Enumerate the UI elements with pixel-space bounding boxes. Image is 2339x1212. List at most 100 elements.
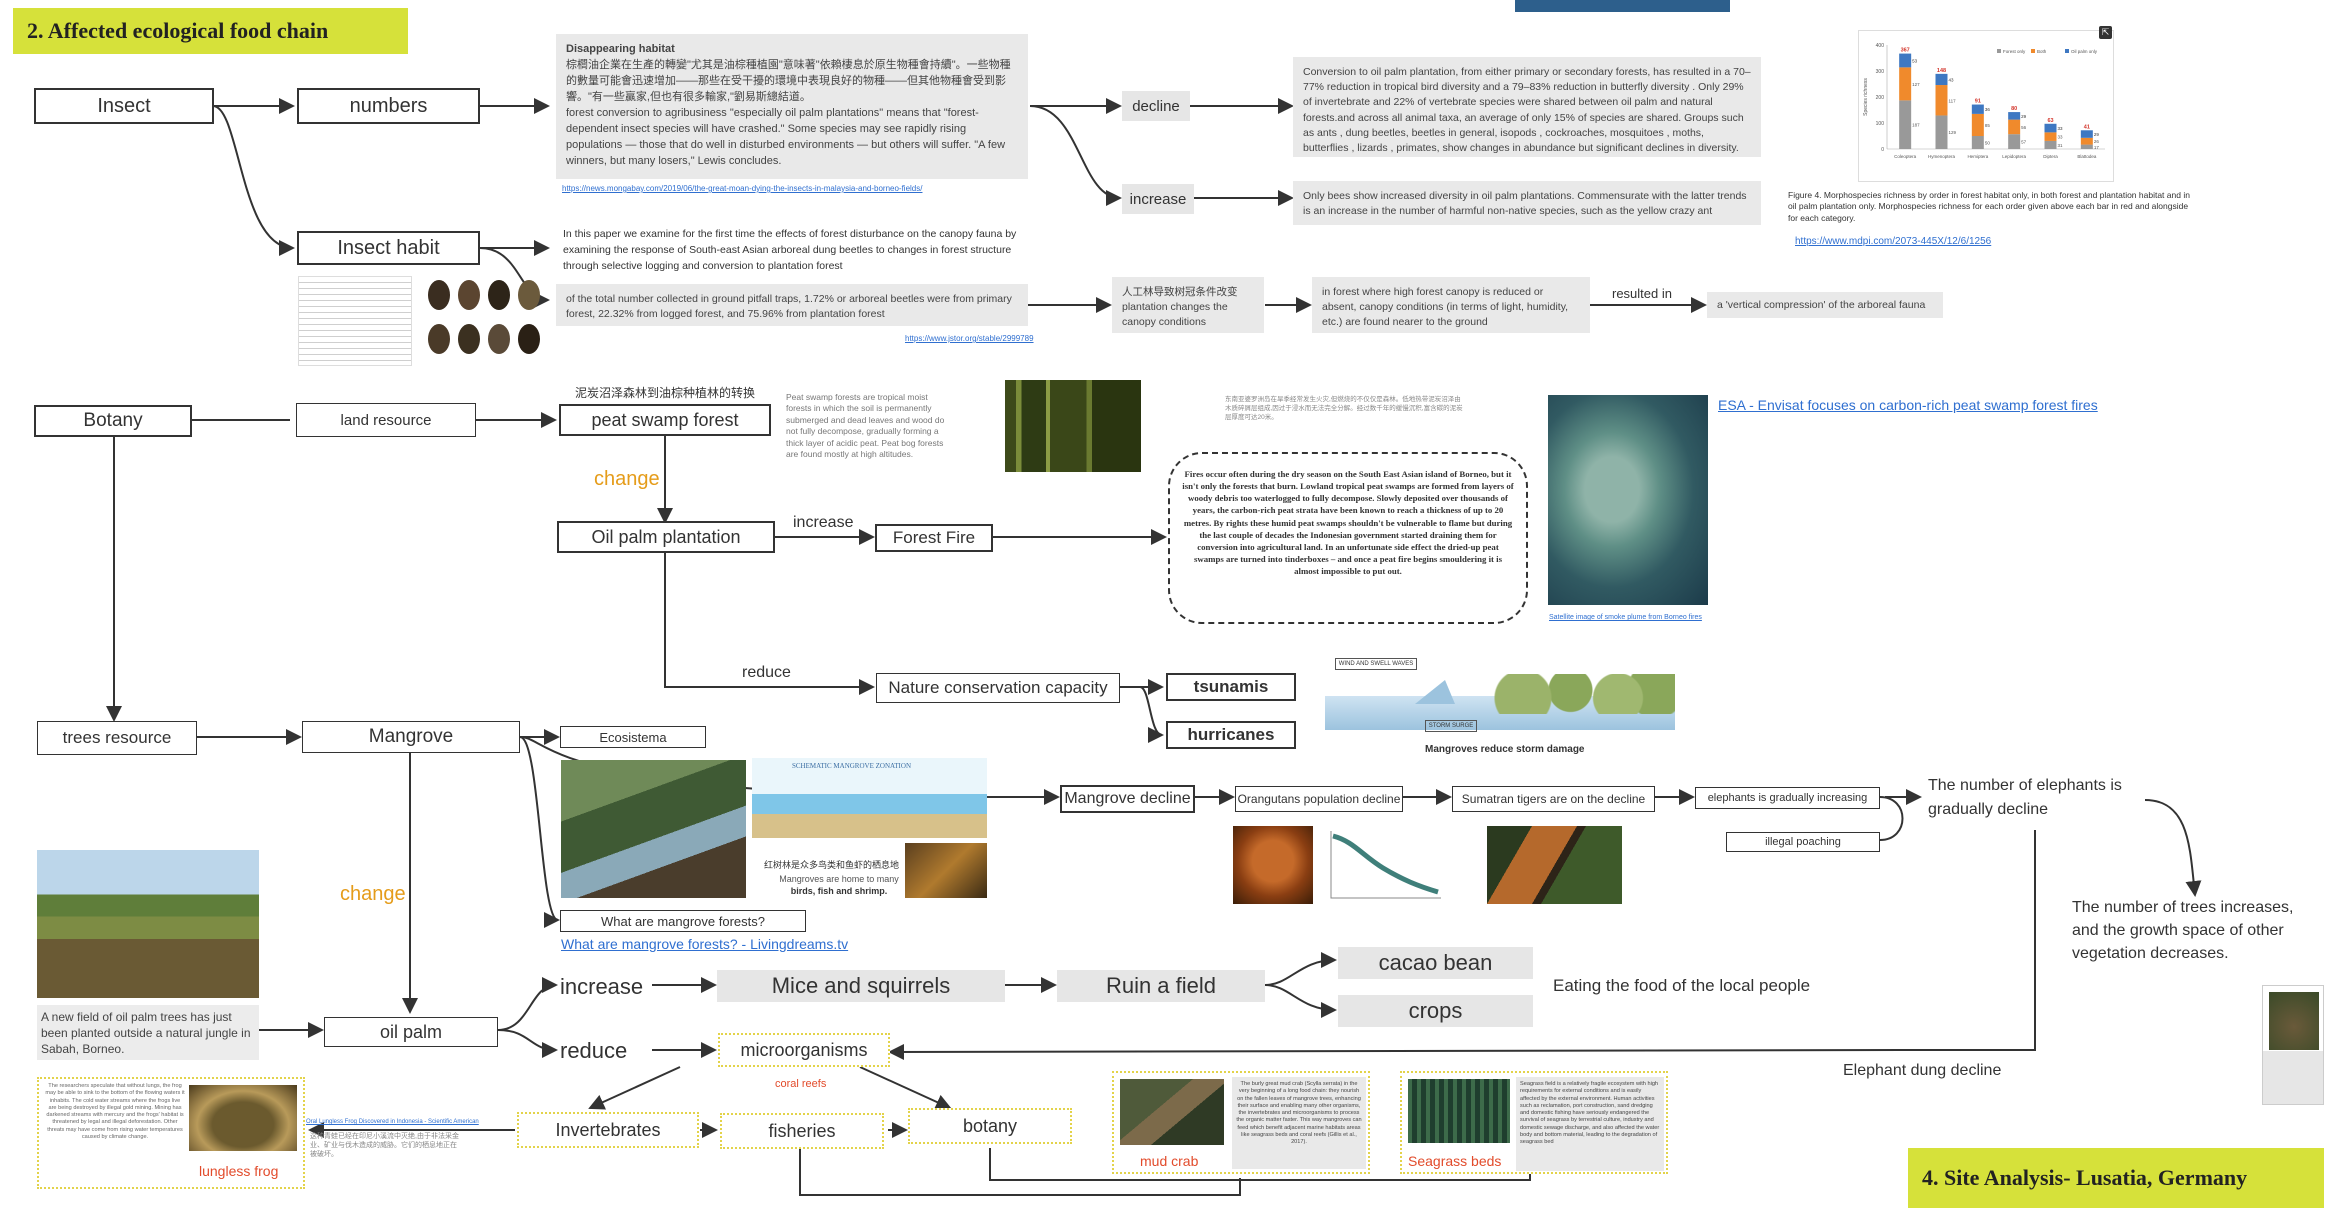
fire-text-box: Fires occur often during the dry season …	[1168, 452, 1528, 624]
botany-node[interactable]: Botany	[34, 405, 192, 437]
mangrove-bird-photo	[561, 760, 746, 898]
mud-crab-card: mud crab The burly great mud crab (Scyll…	[1112, 1071, 1370, 1174]
numbers-node[interactable]: numbers	[297, 88, 480, 124]
chart-legend-swatch	[2031, 49, 2035, 53]
decline-node[interactable]: decline	[1122, 91, 1190, 121]
mangrove-node[interactable]: Mangrove	[302, 721, 520, 753]
oil-palm-plantation-node[interactable]: Oil palm plantation	[557, 521, 775, 553]
chart-bar-label: 53	[1912, 58, 1918, 63]
frog-link[interactable]: Oral Lungless Frog Discovered in Indones…	[306, 1119, 479, 1125]
crab-text: The burly great mud crab (Scylla serrata…	[1232, 1077, 1366, 1169]
mice-node[interactable]: Mice and squirrels	[717, 970, 1005, 1002]
bottom-banner: 4. Site Analysis- Lusatia, Germany	[1908, 1148, 2324, 1208]
orangutans-node[interactable]: Orangutans population decline	[1235, 786, 1403, 812]
jstor-link[interactable]: https://www.jstor.org/stable/2999789	[905, 334, 1034, 343]
esa-link[interactable]: ESA - Envisat focuses on carbon-rich pea…	[1718, 397, 2098, 413]
chart-bar-segment	[2008, 112, 2021, 120]
insect-node[interactable]: Insect	[34, 88, 214, 124]
crops-node[interactable]: crops	[1338, 995, 1533, 1027]
chart-bar-label: 33	[2058, 135, 2064, 140]
mangrove-home: Mangroves are home to many	[779, 874, 899, 884]
title-banner: 2. Affected ecological food chain	[13, 8, 408, 54]
chart-bar-segment	[2080, 137, 2093, 145]
trees-resource-node[interactable]: trees resource	[37, 721, 197, 755]
chart-bar-label: 85	[1985, 123, 1991, 128]
ruin-node[interactable]: Ruin a field	[1057, 970, 1265, 1002]
coral-reefs-label: coral reefs	[775, 1078, 827, 1090]
hurricanes-node[interactable]: hurricanes	[1166, 721, 1296, 749]
disappearing-cn: 棕櫚油企業在生產的轉變"尤其是油棕種植園"意味著"依賴棲息於原生物種會持續"。一…	[566, 58, 1011, 103]
mongabay-link[interactable]: https://news.mongabay.com/2019/06/the-gr…	[562, 184, 923, 193]
resulted-in-label: resulted in	[1612, 286, 1672, 301]
chart-y-tick: 100	[1876, 121, 1885, 127]
botany-low-node[interactable]: botany	[908, 1108, 1072, 1144]
seagrass-photo	[1408, 1079, 1510, 1143]
chart-bar-label: 117	[1949, 98, 1957, 103]
increase-top-node[interactable]: increase	[1122, 184, 1194, 214]
mangrove-zonation-title: SCHEMATIC MANGROVE ZONATION	[792, 762, 911, 770]
fisheries-node[interactable]: fisheries	[720, 1113, 884, 1149]
trees-increase-text: The number of trees increases, and the g…	[2072, 899, 2294, 963]
canopy-effect-box: in forest where high forest canopy is re…	[1312, 277, 1590, 333]
peat-swamp-node[interactable]: peat swamp forest	[559, 404, 771, 436]
chart-bar-segment	[2080, 144, 2093, 149]
chart-legend-swatch	[1997, 49, 2001, 53]
tsunamis-node[interactable]: tsunamis	[1166, 673, 1296, 701]
nature-conservation-node[interactable]: Nature conservation capacity	[876, 673, 1120, 703]
cacao-node[interactable]: cacao bean	[1338, 947, 1533, 979]
satellite-caption[interactable]: Satellite image of smoke plume from Born…	[1549, 614, 1702, 621]
microorganisms-node[interactable]: microorganisms	[718, 1033, 890, 1067]
mdpi-link[interactable]: https://www.mdpi.com/2073-445X/12/6/1256	[1795, 236, 1992, 247]
chart-bar-segment	[2008, 119, 2021, 135]
seagrass-text: Seagrass field is a relatively fragile e…	[1516, 1077, 1664, 1171]
chart-legend-label: Both	[2037, 49, 2047, 54]
expand-icon[interactable]: ⇱	[2099, 26, 2112, 39]
seagrass-label: Seagrass beds	[1408, 1153, 1502, 1169]
beetle-images	[424, 276, 548, 364]
chart-bar-segment	[1899, 67, 1912, 101]
chart-bar-label: 26	[2094, 139, 2100, 144]
chart-total-label: 80	[2011, 106, 2017, 112]
tiger-photo	[1487, 826, 1622, 904]
chart-bar-segment	[2044, 140, 2057, 149]
storm-damage-diagram: WIND AND SWELL WAVES STORM SURGE	[1325, 656, 1675, 744]
eating-text: Eating the food of the local people	[1553, 976, 1811, 995]
increase-text-box: Only bees show increased diversity in oi…	[1293, 181, 1761, 225]
chart-bar-label: 29	[2094, 132, 2100, 137]
chart-y-tick: 200	[1876, 95, 1885, 101]
chart-bar-label: 127	[1912, 82, 1920, 87]
seagrass-card: Seagrass beds Seagrass field is a relati…	[1400, 1071, 1668, 1174]
top-photo-strip	[1515, 0, 1730, 12]
increase-mid-label: increase	[793, 514, 854, 531]
reduce-mid-label: reduce	[742, 664, 791, 681]
livingdreams-link[interactable]: What are mangrove forests? - Livingdream…	[561, 936, 849, 952]
mud-crab-photo	[1120, 1079, 1224, 1145]
chart-bar-label: 56	[2021, 125, 2027, 130]
what-mangrove-node[interactable]: What are mangrove forests?	[560, 910, 806, 932]
illegal-poaching-node[interactable]: illegal poaching	[1726, 832, 1880, 852]
pitfall-text-box: of the total number collected in ground …	[556, 284, 1028, 326]
chart-legend-label: Oil palm only	[2071, 49, 2098, 54]
chart-category-label: Coleoptera	[1894, 154, 1917, 159]
ecosistema-node[interactable]: Ecosistema	[560, 726, 706, 748]
chart-bar-segment	[1971, 104, 1984, 114]
change-label-1: change	[594, 468, 660, 490]
land-resource-node[interactable]: land resource	[296, 403, 476, 437]
oil-palm-node[interactable]: oil palm	[324, 1017, 498, 1047]
chart-category-label: Diptera	[2043, 154, 2058, 159]
orangutan-decline-chart	[1323, 826, 1445, 904]
invertebrates-node[interactable]: Invertebrates	[517, 1112, 699, 1148]
orangutan-photo	[1233, 826, 1313, 904]
book-thumbnail	[2262, 985, 2324, 1105]
chart-bar-segment	[1971, 113, 1984, 136]
tigers-node[interactable]: Sumatran tigers are on the decline	[1452, 786, 1655, 812]
forest-fire-node[interactable]: Forest Fire	[875, 524, 993, 552]
elephants-increase-node[interactable]: elephants is gradually increasing	[1695, 787, 1880, 809]
peat-description: Peat swamp forests are tropical moist fo…	[786, 392, 945, 460]
fire-cn-text: 东南亚婆罗洲岛在旱季经常发生火灾,但燃烧的不仅仅是森林。低地热带泥炭沼泽由木质碎…	[1225, 396, 1463, 421]
insect-habit-node[interactable]: Insect habit	[297, 231, 480, 265]
mangrove-decline-node[interactable]: Mangrove decline	[1060, 785, 1195, 813]
elephant-dung-text: Elephant dung decline	[1843, 1062, 2002, 1079]
